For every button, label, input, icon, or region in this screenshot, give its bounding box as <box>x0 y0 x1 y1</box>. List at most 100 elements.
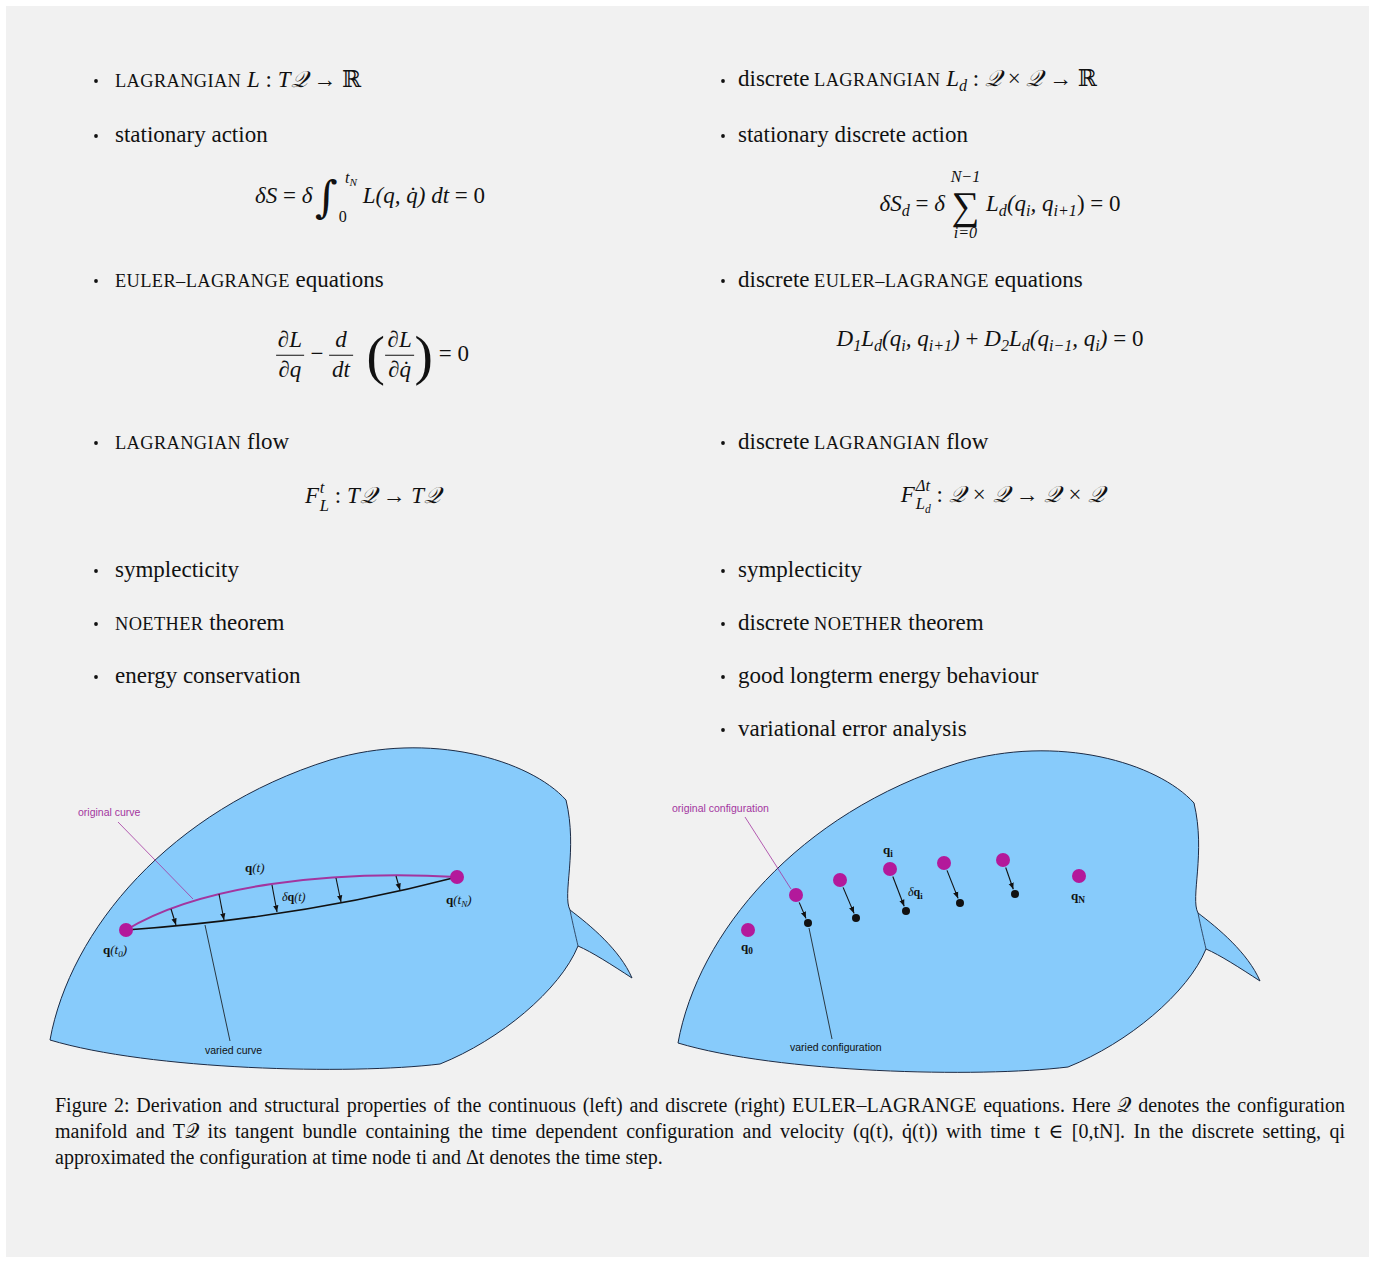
math-symbol: (t <box>110 942 118 957</box>
lower-limit: 0 <box>339 208 357 224</box>
list-item: discreteEULER–LAGRANGEequations <box>738 266 1083 294</box>
point-label: q(tN) <box>446 892 472 910</box>
math-operator: → <box>313 67 336 92</box>
curve-label: q(t) <box>245 860 265 876</box>
item-text: symplecticity <box>738 557 862 582</box>
formula: δS=δ∫tN0L(q, q̇) dt= 0 <box>255 170 485 225</box>
item-text: discrete <box>738 66 810 91</box>
math-symbol: (t <box>453 892 461 907</box>
bold-vector: q <box>446 892 453 907</box>
subscript: L <box>320 497 329 515</box>
math-operator: → <box>1015 482 1038 507</box>
item-text: stationary action <box>115 122 268 147</box>
math-symbol: δ <box>908 885 914 899</box>
bullet-dot <box>721 279 725 283</box>
math-operator: : <box>936 482 942 507</box>
math-symbol: dt <box>332 357 350 382</box>
bullet-dot <box>721 569 725 573</box>
math-symbol: (q <box>882 326 901 351</box>
math-symbol: F <box>305 482 319 507</box>
list-item: good longterm energy behaviour <box>738 662 1038 690</box>
upper-limit: tN <box>345 170 357 189</box>
bold-vector: q <box>741 939 748 954</box>
math-symbol: ) <box>467 892 471 907</box>
item-text: original curve <box>78 806 140 818</box>
smallcaps-name: LAGRANGIAN <box>115 433 241 453</box>
configuration-dot <box>996 853 1010 867</box>
math-symbol: (t) <box>252 860 264 875</box>
bullet-dot <box>94 279 98 283</box>
leader-line <box>745 817 791 889</box>
script-pair: ΔtLd <box>916 477 931 516</box>
script-pair: tL <box>320 479 329 515</box>
math-symbol: , q <box>1072 326 1095 351</box>
subscript: N <box>1078 895 1085 905</box>
list-item: variational error analysis <box>738 715 967 743</box>
math-operator: : <box>973 66 979 91</box>
sum-group: N−1∑i=0 <box>951 169 981 242</box>
smallcaps-name: NOETHER <box>115 614 203 634</box>
math-symbol: ∂L <box>278 327 302 352</box>
subscript: 2 <box>1001 337 1009 354</box>
math-symbol: t <box>320 478 325 497</box>
bold-vector: q <box>1071 888 1078 903</box>
configuration-dot <box>937 856 951 870</box>
math-symbol: L <box>1009 326 1022 351</box>
varied-dot <box>956 899 964 907</box>
formula: D1Ld(qi, qi+1)+D2Ld(qi−1, qi)= 0 <box>837 325 1144 355</box>
smallcaps-name: LAGRANGIAN <box>115 71 241 91</box>
manifold-fold <box>570 910 578 946</box>
smallcaps-name: EULER–LAGRANGE <box>115 271 290 291</box>
math-symbol: T𝒬 <box>347 482 377 507</box>
variation-arrow <box>893 877 904 907</box>
manifold-fold <box>1198 913 1206 949</box>
manifold-group <box>678 751 1260 1073</box>
math-symbol: F <box>901 482 915 507</box>
subscript: Ld <box>916 496 931 517</box>
varied-dot <box>902 907 910 915</box>
formula: ∂L∂q−ddt(∂L∂q̇)= 0 <box>275 326 469 385</box>
bullet-dot <box>94 441 98 445</box>
callout-label: original curve <box>78 806 140 819</box>
smallcaps-name: NOETHER <box>814 614 902 634</box>
item-text: symplecticity <box>115 557 239 582</box>
sum-sign: ∑ <box>952 183 980 226</box>
list-item: discreteLAGRANGIANflow <box>738 428 988 456</box>
list-item: discreteLAGRANGIANLd:𝒬×𝒬→ℝ <box>738 65 1097 95</box>
math-symbol: D <box>984 326 1001 351</box>
math-operator: → <box>382 482 405 507</box>
math-operator: : <box>266 67 272 92</box>
list-item: LAGRANGIANflow <box>115 428 289 456</box>
original-curve <box>126 875 457 930</box>
formula: FΔtLd:𝒬 × 𝒬→𝒬 × 𝒬 <box>901 477 1105 516</box>
leader-line <box>205 925 230 1041</box>
varied-dot <box>804 919 812 927</box>
math-operator: − <box>311 340 324 365</box>
subscript: d <box>999 201 1007 218</box>
bullet-group <box>94 79 725 732</box>
numerator: d <box>332 326 349 355</box>
math-operator: = <box>915 190 928 215</box>
configuration-dot <box>833 873 847 887</box>
list-item: energy conservation <box>115 662 300 690</box>
list-item: discreteNOETHERtheorem <box>738 609 984 637</box>
varied-dot <box>852 914 860 922</box>
upper-limit: N−1 <box>951 169 981 186</box>
math-symbol: δ <box>282 890 288 904</box>
subscript: 0 <box>748 946 753 956</box>
variation-arrow <box>219 894 224 920</box>
subscript: N <box>461 899 467 909</box>
bold-vector: q <box>245 860 252 875</box>
leader-line <box>118 822 193 899</box>
subscript: i−1 <box>1049 337 1072 354</box>
subscript: i <box>890 849 893 859</box>
bold-vector: q <box>103 942 110 957</box>
bold-vector: q <box>883 842 890 857</box>
configuration-manifold <box>678 751 1260 1073</box>
point-label: qi <box>883 842 893 860</box>
math-operator: ℝ <box>342 67 361 92</box>
subscript: 1 <box>853 337 861 354</box>
bullet-dot <box>721 728 725 732</box>
integral-limits: tN 0 <box>339 170 357 225</box>
